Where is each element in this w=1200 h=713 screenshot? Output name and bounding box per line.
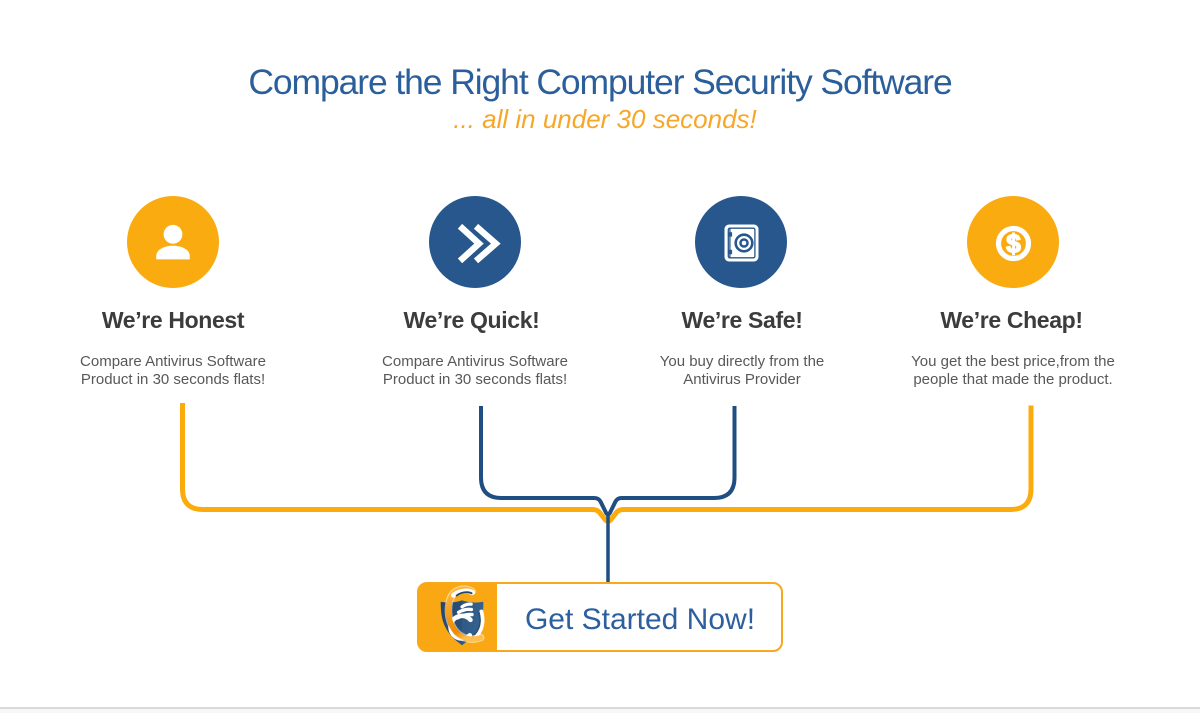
svg-text:$: $ — [1006, 229, 1021, 259]
